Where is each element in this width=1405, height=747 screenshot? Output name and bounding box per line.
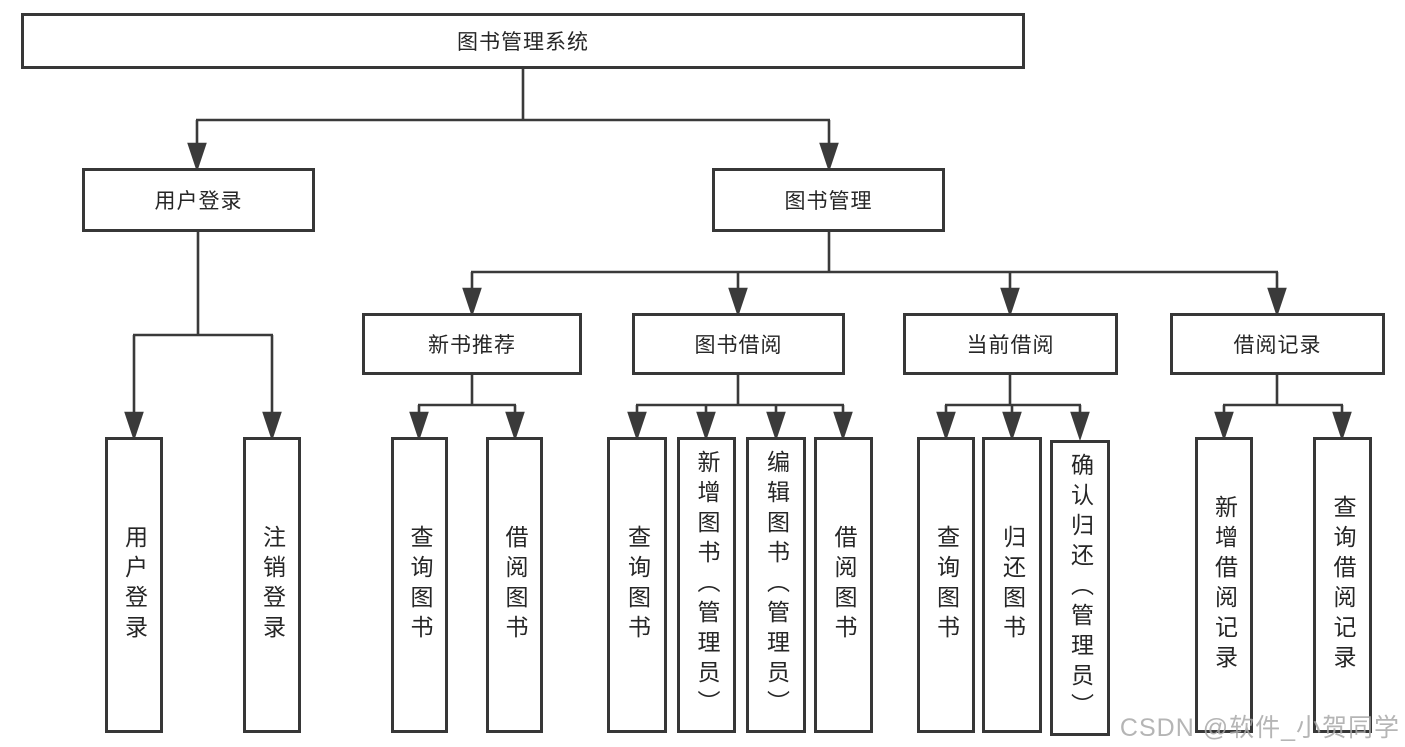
node-root-label: 图书管理系统 [457,31,589,54]
arrowhead-icon [1070,411,1090,442]
leaf-borrow-edit-book-admin: 编辑图书（管理员） [746,437,806,733]
arrowhead-icon [1332,411,1352,442]
arrowhead-icon [936,411,956,442]
node-new-book-recommend-label: 新书推荐 [428,334,516,357]
connector-user-login-children [124,232,282,442]
node-borrow-records: 借阅记录 [1170,313,1385,375]
arrowhead-icon [124,411,144,442]
node-current-borrow-label: 当前借阅 [966,334,1055,357]
connector-borrow-records-children [1214,375,1352,442]
leaf-borrow-query-book-label: 查询图书 [624,525,651,645]
arrowhead-icon [819,142,839,173]
arrowhead-icon [766,411,786,442]
node-user-login-label: 用户登录 [154,190,243,213]
node-book-borrow-label: 图书借阅 [694,334,783,357]
node-current-borrow: 当前借阅 [903,313,1118,375]
node-book-borrow: 图书借阅 [632,313,845,375]
leaf-current-return-book: 归还图书 [982,437,1042,733]
arrowhead-icon [728,287,748,318]
leaf-newbook-query-book-label: 查询图书 [407,525,433,645]
arrowhead-icon [627,411,647,442]
leaf-newbook-borrow-book: 借阅图书 [486,437,543,733]
leaf-borrow-borrow-book-label: 借阅图书 [831,525,857,645]
arrowhead-icon [187,142,207,173]
leaf-user-login: 用户登录 [105,437,163,733]
leaf-borrow-add-book-admin: 新增图书（管理员） [677,437,736,733]
leaf-current-confirm-return-admin-label: 确认归还（管理员） [1067,453,1094,723]
leaf-newbook-borrow-book-label: 借阅图书 [502,525,528,645]
watermark: CSDN @软件_小贺同学 [1119,714,1400,742]
arrowhead-icon [1267,287,1287,318]
node-book-management-label: 图书管理 [784,190,873,213]
leaf-records-add-record: 新增借阅记录 [1195,437,1253,733]
leaf-borrow-query-book: 查询图书 [607,437,667,733]
leaf-records-query-record-label: 查询借阅记录 [1330,495,1356,675]
node-borrow-records-label: 借阅记录 [1233,334,1322,357]
leaf-current-query-book: 查询图书 [917,437,975,733]
leaf-borrow-borrow-book: 借阅图书 [814,437,873,733]
arrowhead-icon [409,411,429,442]
leaf-user-login-label: 用户登录 [121,525,148,645]
connector-root-to-level2 [187,69,839,173]
leaf-current-query-book-label: 查询图书 [933,525,960,645]
arrowhead-icon [1000,287,1020,318]
connector-book-borrow-children [627,375,853,442]
node-user-login: 用户登录 [82,168,315,232]
arrowhead-icon [505,411,525,442]
arrowhead-icon [833,411,853,442]
leaf-logout: 注销登录 [243,437,301,733]
leaf-current-return-book-label: 归还图书 [999,525,1026,645]
leaf-borrow-add-book-admin-label: 新增图书（管理员） [694,450,720,720]
arrowhead-icon [1214,411,1234,442]
connector-current-borrow-children [936,375,1090,442]
arrowhead-icon [262,411,282,442]
leaf-current-confirm-return-admin: 确认归还（管理员） [1050,440,1110,736]
leaf-newbook-query-book: 查询图书 [391,437,448,733]
node-root: 图书管理系统 [21,13,1025,69]
arrowhead-icon [696,411,716,442]
leaf-borrow-edit-book-admin-label: 编辑图书（管理员） [763,450,790,720]
leaf-records-add-record-label: 新增借阅记录 [1211,495,1238,675]
connector-new-book-children [409,375,525,442]
connector-book-management-children [462,232,1287,318]
leaf-records-query-record: 查询借阅记录 [1313,437,1372,733]
arrowhead-icon [1002,411,1022,442]
node-new-book-recommend: 新书推荐 [362,313,582,375]
leaf-logout-label: 注销登录 [259,525,286,645]
arrowhead-icon [462,287,482,318]
node-book-management: 图书管理 [712,168,945,232]
